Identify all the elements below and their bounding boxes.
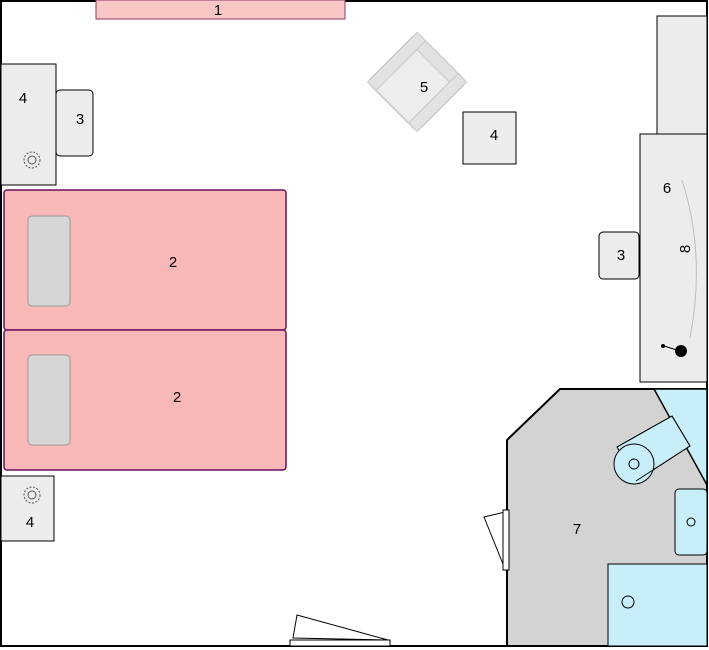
wardrobe-upper	[656, 15, 708, 137]
armchair	[366, 31, 468, 133]
pillow	[27, 354, 71, 446]
bathroom: 7	[506, 388, 708, 647]
label-2b: 2	[173, 389, 181, 406]
label-6: 6	[663, 180, 671, 197]
label-3b: 3	[617, 247, 625, 264]
label-4b: 4	[26, 514, 34, 531]
label-2a: 2	[169, 254, 177, 271]
lamp-icon	[23, 486, 41, 504]
chair-right: 3	[598, 231, 640, 280]
label-4c: 4	[490, 127, 498, 144]
desk-lamp-icon	[661, 344, 687, 357]
side-table-center: 4	[462, 111, 517, 165]
bed-bottom: 2	[3, 329, 287, 471]
label-4a: 4	[19, 90, 27, 107]
sink-icon	[674, 488, 708, 556]
pillow	[27, 215, 71, 307]
desk: 6 8	[639, 133, 708, 383]
label-7: 7	[573, 521, 581, 538]
nightstand-top-left: 4	[0, 63, 57, 186]
label-5: 5	[420, 79, 428, 96]
lamp-icon	[23, 151, 41, 169]
toilet-icon	[613, 415, 691, 485]
entrance-door	[289, 614, 391, 647]
label-3a: 3	[76, 111, 84, 128]
label-1: 1	[214, 2, 222, 19]
window-1: 1	[95, 0, 346, 20]
shower-tray	[607, 563, 708, 647]
bed-top: 2	[3, 189, 287, 331]
nightstand-bottom-left: 4	[0, 475, 55, 542]
label-8: 8	[677, 245, 694, 253]
chair-left: 3	[55, 89, 94, 157]
bathroom-door	[483, 509, 510, 571]
desk-arc	[681, 179, 697, 339]
